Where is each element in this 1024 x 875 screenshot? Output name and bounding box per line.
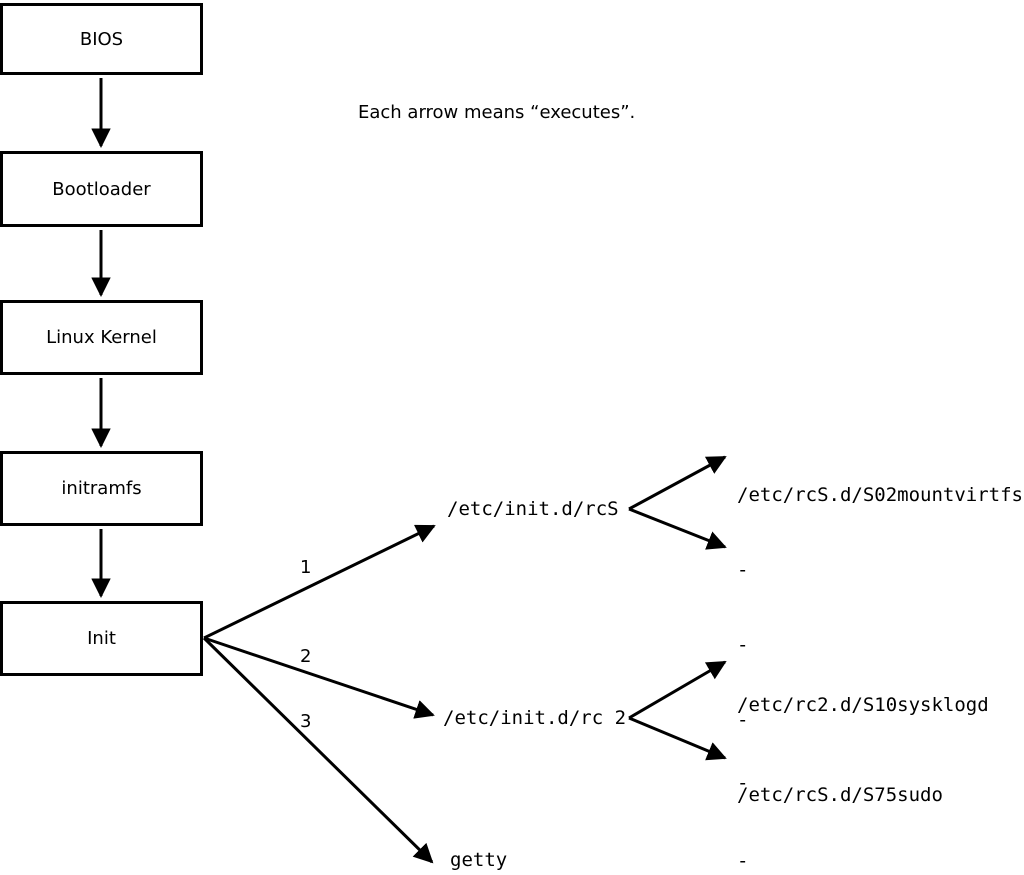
box-bios: BIOS <box>0 3 203 75</box>
arrow-label-2: 2 <box>300 646 312 667</box>
script-getty: getty <box>450 849 508 871</box>
arrow-rc2-to-S10sysklogd <box>628 660 727 720</box>
box-init-label: Init <box>87 628 116 649</box>
rc2-child-entry: /etc/rc2.d/S10sysklogd <box>737 694 989 716</box>
arrow-rc2-to-S99gdm <box>628 716 727 761</box>
box-bootloader-label: Bootloader <box>52 178 151 200</box>
rc2-children-list: /etc/rc2.d/S10sysklogd - - - /etc/rc2.d/… <box>737 640 989 875</box>
script-rc2: /etc/init.d/rc 2 <box>443 707 627 729</box>
rcS-child-entry: /etc/rcS.d/S02mountvirtfs <box>737 484 1023 506</box>
box-linux-kernel-label: Linux Kernel <box>46 327 157 348</box>
box-linux-kernel: Linux Kernel <box>0 300 203 375</box>
rcS-child-entry: - <box>737 559 749 581</box>
arrow-init-to-rc2 <box>203 636 435 719</box>
arrow-init-to-getty <box>202 636 434 864</box>
rcS-child-entry: - <box>737 634 749 656</box>
arrow-rcS-to-S02mountvirtfs <box>628 455 727 511</box>
rc2-child-entry: - <box>737 850 749 872</box>
arrow-rcS-to-S75sudo <box>628 507 727 550</box>
arrow-label-3: 3 <box>300 711 312 732</box>
rcS-children-list: /etc/rcS.d/S02mountvirtfs - - - /etc/rcS… <box>737 433 1023 858</box>
box-initramfs-label: initramfs <box>61 478 142 499</box>
box-initramfs: initramfs <box>0 451 203 526</box>
script-rcS: /etc/init.d/rcS <box>447 498 619 520</box>
box-bios-label: BIOS <box>79 28 124 50</box>
rcS-child-entry: /etc/rcS.d/S75sudo <box>737 784 943 806</box>
arrow-init-to-rcS <box>203 524 436 640</box>
rcS-child-entry: - <box>737 709 749 731</box>
legend-note: Each arrow means “executes”. <box>358 102 636 123</box>
arrow-label-1: 1 <box>300 557 312 578</box>
box-bootloader: Bootloader <box>0 151 203 227</box>
rc2-child-entry: - <box>737 772 749 794</box>
box-init: Init <box>0 601 203 676</box>
